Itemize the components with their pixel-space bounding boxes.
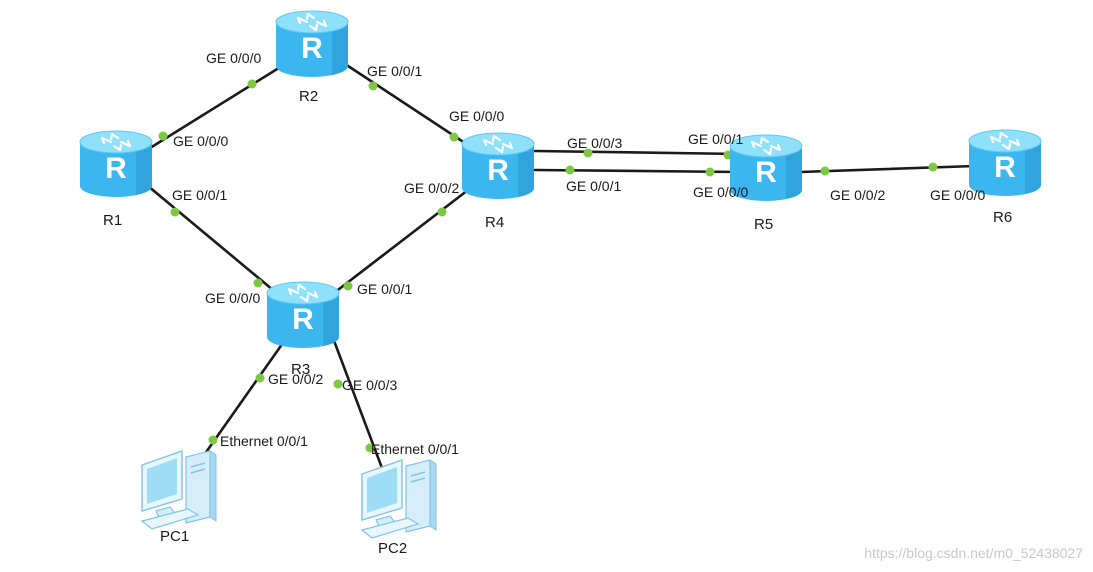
port-label-r2-ge000: GE 0/0/0 [206,50,261,66]
port-label-r6-ge000: GE 0/0/0 [930,187,985,203]
port-dot [343,281,353,291]
router-icon [460,131,536,201]
pc-icon [361,459,437,539]
port-label-r4-ge001: GE 0/0/1 [566,178,621,194]
link-r1-r3[interactable] [146,184,287,302]
port-label-r3-ge000: GE 0/0/0 [205,290,260,306]
router-r4[interactable] [460,131,536,201]
port-dot [247,79,257,89]
port-label-r4-ge002: GE 0/0/2 [404,180,459,196]
links [146,60,977,470]
pc-icon [141,450,217,530]
port-dot [705,167,715,177]
link-r4-r5-a[interactable] [533,149,742,156]
link-r2-r4[interactable] [340,60,470,147]
node-label-r2: R2 [299,88,318,105]
port-dot [333,379,343,389]
watermark-text: https://blog.csdn.net/m0_52438027 [864,545,1083,561]
port-dot [368,81,378,91]
port-dot [208,435,218,445]
router-icon [265,280,341,350]
pc-pc2[interactable] [361,459,437,539]
port-label-r4-ge003: GE 0/0/3 [567,135,622,151]
node-label-r1: R1 [103,212,122,229]
port-dot [170,207,180,217]
node-label-r4: R4 [485,214,504,231]
port-label-r4-ge000: GE 0/0/0 [449,108,504,124]
port-dot [255,373,265,383]
node-label-r5: R5 [754,216,773,233]
port-dot [565,165,575,175]
port-dot [158,131,168,141]
router-r3[interactable] [265,280,341,350]
port-label-r3-ge002: GE 0/0/2 [268,371,323,387]
port-label-r5-ge001: GE 0/0/1 [688,131,743,147]
port-label-r3-ge001: GE 0/0/1 [357,281,412,297]
port-label-pc1-eth001: Ethernet 0/0/1 [220,433,308,449]
port-dot [583,148,593,158]
node-label-r3: R3 [291,361,310,378]
port-dot [437,207,447,217]
node-label-pc1: PC1 [160,528,189,545]
link-r1-r2[interactable] [148,64,284,150]
node-label-r6: R6 [993,209,1012,226]
port-label-r2-ge001: GE 0/0/1 [367,63,422,79]
port-label-r3-ge003: GE 0/0/3 [342,377,397,393]
port-indicators [158,79,938,453]
port-label-r5-ge000: GE 0/0/0 [693,184,748,200]
router-icon [78,129,154,199]
port-dot [365,443,375,453]
port-dot [253,278,263,288]
router-r1[interactable] [78,129,154,199]
port-label-r1-ge001: GE 0/0/1 [172,187,227,203]
node-labels: R1 R2 R3 R4 R5 R6 PC1 PC2 [103,88,1012,557]
router-icon [274,9,350,79]
node-label-pc2: PC2 [378,540,407,557]
link-r4-r3[interactable] [328,188,470,298]
port-label-r5-ge002: GE 0/0/2 [830,187,885,203]
port-label-r1-ge000: GE 0/0/0 [173,133,228,149]
port-dot [928,162,938,172]
pc-pc1[interactable] [141,450,217,530]
router-r2[interactable] [274,9,350,79]
port-label-pc2-eth001: Ethernet 0/0/1 [371,441,459,457]
port-labels: GE 0/0/0 GE 0/0/0 GE 0/0/1 GE 0/0/0 GE 0… [172,50,985,457]
port-dot [449,132,459,142]
port-dot [820,166,830,176]
